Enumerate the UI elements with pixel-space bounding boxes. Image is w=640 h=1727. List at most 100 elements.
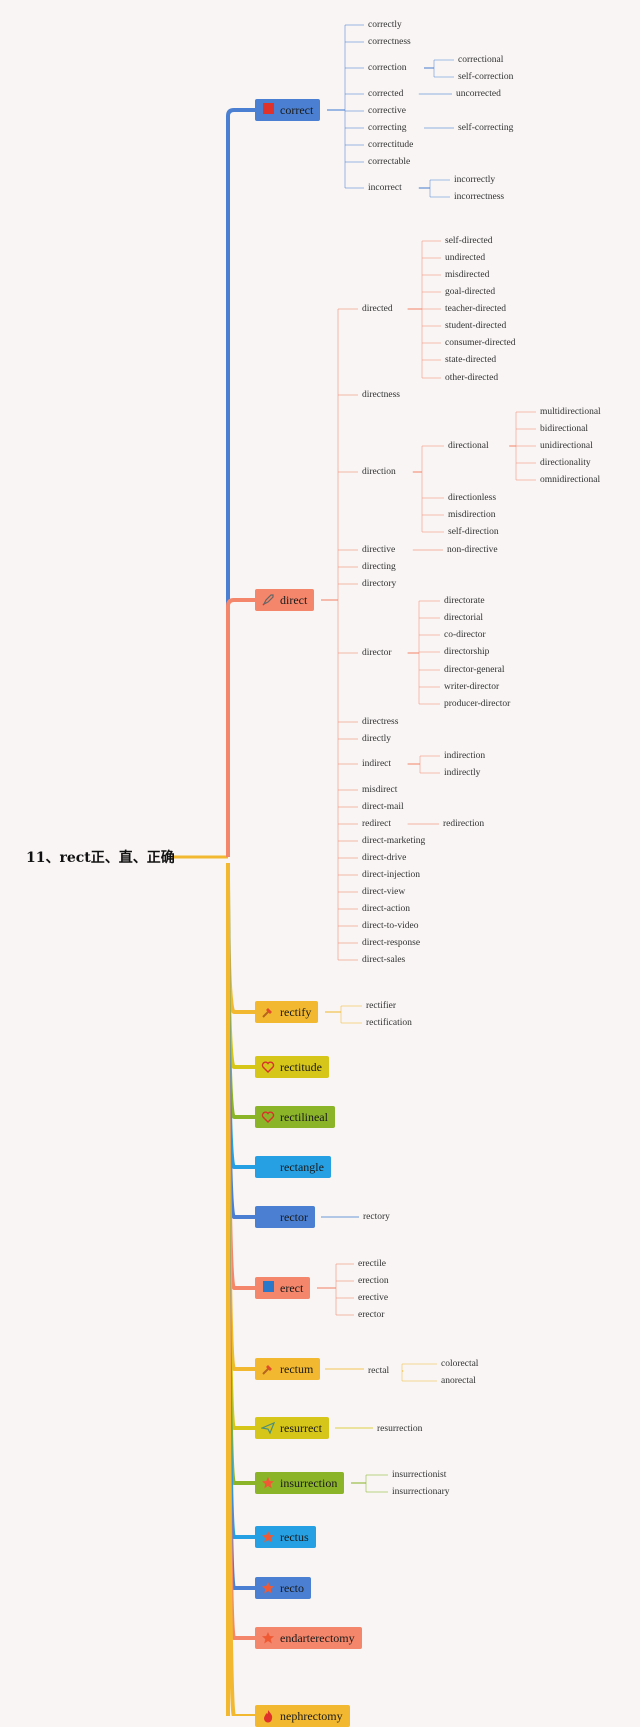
leaf-redirect[interactable]: redirect bbox=[362, 819, 392, 829]
leaf-directionality[interactable]: directionality bbox=[540, 458, 591, 468]
leaf-undirected[interactable]: undirected bbox=[445, 253, 486, 263]
branch-node-direct[interactable]: direct bbox=[255, 589, 315, 611]
leaf-unidirectional[interactable]: unidirectional bbox=[540, 441, 593, 451]
branch-node-nephrectomy[interactable]: nephrectomy bbox=[255, 1705, 350, 1727]
leaf-direct-drive[interactable]: direct-drive bbox=[362, 853, 407, 863]
leaf-directorate[interactable]: directorate bbox=[444, 596, 485, 606]
leaf-misdirected[interactable]: misdirected bbox=[445, 270, 490, 280]
leaf-self-correcting[interactable]: self-correcting bbox=[458, 123, 514, 133]
leaf-multidirectional[interactable]: multidirectional bbox=[540, 407, 601, 417]
root-node[interactable]: 11、rect正、直、正确 bbox=[26, 850, 175, 866]
leaf-self-direction[interactable]: self-direction bbox=[448, 527, 499, 537]
leaf-directional[interactable]: directional bbox=[448, 441, 489, 451]
leaf-direct-mail[interactable]: direct-mail bbox=[362, 802, 404, 812]
leaf-erective[interactable]: erective bbox=[358, 1293, 389, 1303]
leaf-state-directed[interactable]: state-directed bbox=[445, 355, 497, 365]
branch-node-rector[interactable]: rector bbox=[255, 1206, 315, 1228]
leaf-correction[interactable]: correction bbox=[368, 63, 407, 73]
leaf-correctional[interactable]: correctional bbox=[458, 55, 504, 65]
leaf-student-directed[interactable]: student-directed bbox=[445, 321, 507, 331]
leaf-redirection[interactable]: redirection bbox=[443, 819, 485, 829]
leaf-erectile[interactable]: erectile bbox=[358, 1259, 386, 1269]
leaf-erector[interactable]: erector bbox=[358, 1310, 385, 1320]
leaf-correctness[interactable]: correctness bbox=[368, 37, 411, 47]
branch-node-rectus[interactable]: rectus bbox=[255, 1526, 316, 1548]
star-icon bbox=[261, 1530, 275, 1544]
leaf-incorrectness[interactable]: incorrectness bbox=[454, 192, 505, 202]
leaf-non-directive[interactable]: non-directive bbox=[447, 545, 498, 555]
connector-line bbox=[226, 108, 255, 857]
branch-node-correct[interactable]: correct bbox=[255, 99, 321, 121]
leaf-correctable[interactable]: correctable bbox=[368, 157, 411, 167]
branch-node-rectangle[interactable]: rectangle bbox=[255, 1156, 331, 1178]
branch-label: correct bbox=[280, 103, 314, 117]
leaf-direct-marketing[interactable]: direct-marketing bbox=[362, 836, 426, 846]
leaf-writer-director[interactable]: writer-director bbox=[444, 682, 500, 692]
leaf-corrective[interactable]: corrective bbox=[368, 106, 406, 116]
leaf-incorrect[interactable]: incorrect bbox=[368, 183, 402, 193]
leaf-teacher-directed[interactable]: teacher-directed bbox=[445, 304, 506, 314]
leaf-misdirection[interactable]: misdirection bbox=[448, 510, 496, 520]
leaf-rectifier[interactable]: rectifier bbox=[366, 1001, 397, 1011]
branch-node-rectum[interactable]: rectum bbox=[255, 1358, 321, 1380]
leaf-directing[interactable]: directing bbox=[362, 562, 396, 572]
leaf-resurrection[interactable]: resurrection bbox=[377, 1424, 423, 1434]
leaf-insurrectionary[interactable]: insurrectionary bbox=[392, 1487, 450, 1497]
leaf-omnidirectional[interactable]: omnidirectional bbox=[540, 475, 601, 485]
leaf-self-correction[interactable]: self-correction bbox=[458, 72, 514, 82]
branch-node-insurrection[interactable]: insurrection bbox=[255, 1472, 345, 1494]
leaf-insurrectionist[interactable]: insurrectionist bbox=[392, 1470, 447, 1480]
branch-node-erect[interactable]: erect bbox=[255, 1277, 311, 1299]
leaf-directorship[interactable]: directorship bbox=[444, 647, 490, 657]
leaf-rectification[interactable]: rectification bbox=[366, 1018, 412, 1028]
leaf-directness[interactable]: directness bbox=[362, 390, 400, 400]
leaf-indirection[interactable]: indirection bbox=[444, 751, 486, 761]
leaf-erection[interactable]: erection bbox=[358, 1276, 389, 1286]
leaf-direction[interactable]: direction bbox=[362, 467, 396, 477]
leaf-indirect[interactable]: indirect bbox=[362, 759, 392, 769]
leaf-rectal[interactable]: rectal bbox=[368, 1366, 390, 1376]
leaf-directorial[interactable]: directorial bbox=[444, 613, 484, 623]
branch-node-rectitude[interactable]: rectitude bbox=[255, 1056, 329, 1078]
leaf-directed[interactable]: directed bbox=[362, 304, 393, 314]
leaf-rectory[interactable]: rectory bbox=[363, 1212, 390, 1222]
leaf-directive[interactable]: directive bbox=[362, 545, 396, 555]
leaf-consumer-directed[interactable]: consumer-directed bbox=[445, 338, 516, 348]
leaf-corrected[interactable]: corrected bbox=[368, 89, 404, 99]
leaf-director[interactable]: director bbox=[362, 648, 392, 658]
leaf-direct-response[interactable]: direct-response bbox=[362, 938, 421, 948]
leaf-direct-injection[interactable]: direct-injection bbox=[362, 870, 421, 880]
leaf-correctly[interactable]: correctly bbox=[368, 20, 402, 30]
leaf-anorectal[interactable]: anorectal bbox=[441, 1376, 476, 1386]
leaf-misdirect[interactable]: misdirect bbox=[362, 785, 398, 795]
leaf-direct-action[interactable]: direct-action bbox=[362, 904, 411, 914]
leaf-incorrectly[interactable]: incorrectly bbox=[454, 175, 496, 185]
leaf-directionless[interactable]: directionless bbox=[448, 493, 497, 503]
leaf-direct-view[interactable]: direct-view bbox=[362, 887, 406, 897]
leaf-goal-directed[interactable]: goal-directed bbox=[445, 287, 496, 297]
branch-node-rectify[interactable]: rectify bbox=[255, 1001, 319, 1023]
leaf-director-general[interactable]: director-general bbox=[444, 665, 505, 675]
leaf-bidirectional[interactable]: bidirectional bbox=[540, 424, 589, 434]
leaf-self-directed[interactable]: self-directed bbox=[445, 236, 493, 246]
leaf-correcting[interactable]: correcting bbox=[368, 123, 407, 133]
leaf-direct-to-video[interactable]: direct-to-video bbox=[362, 921, 419, 931]
branch-node-rectilineal[interactable]: rectilineal bbox=[255, 1106, 335, 1128]
leaf-other-directed[interactable]: other-directed bbox=[445, 373, 499, 383]
leaf-indirectly[interactable]: indirectly bbox=[444, 768, 481, 778]
leaf-correctitude[interactable]: correctitude bbox=[368, 140, 414, 150]
branch-node-endarterectomy[interactable]: endarterectomy bbox=[255, 1627, 362, 1649]
branch-node-resurrect[interactable]: resurrect bbox=[255, 1417, 329, 1439]
leaf-direct-sales[interactable]: direct-sales bbox=[362, 955, 406, 965]
leaf-producer-director[interactable]: producer-director bbox=[444, 699, 511, 709]
leaf-directly[interactable]: directly bbox=[362, 734, 392, 744]
leaf-uncorrected[interactable]: uncorrected bbox=[456, 89, 501, 99]
leaf-directory[interactable]: directory bbox=[362, 579, 397, 589]
branch-label: rectangle bbox=[280, 1160, 324, 1174]
leaf-colorectal[interactable]: colorectal bbox=[441, 1359, 479, 1369]
branch-label: rectify bbox=[280, 1005, 312, 1019]
leaf-co-director[interactable]: co-director bbox=[444, 630, 486, 640]
leaf-directress[interactable]: directress bbox=[362, 717, 399, 727]
branch-node-recto[interactable]: recto bbox=[255, 1577, 311, 1599]
branch-label: endarterectomy bbox=[280, 1631, 355, 1645]
